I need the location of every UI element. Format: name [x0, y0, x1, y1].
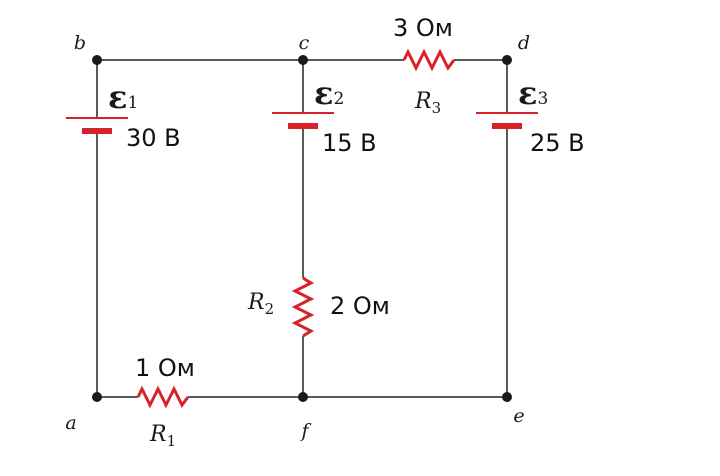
resistor-name-r1: R1 [149, 422, 176, 450]
node-label-b: b [74, 32, 86, 54]
resistor-name-r3: R3 [414, 89, 441, 117]
resistor-name-r2: R2 [247, 290, 274, 318]
node-label-f: f [299, 420, 311, 442]
node-dot-e [502, 392, 512, 402]
emf-e2-subscript: 2 [333, 89, 344, 109]
voltage-e2: 15 В [322, 129, 377, 157]
resistance-r3: 3 Ом [393, 14, 453, 42]
emf-e1-letter: ε [108, 78, 127, 116]
voltage-e3: 25 В [530, 129, 585, 157]
resistor-r1 [136, 385, 190, 409]
node-dot-a [92, 392, 102, 402]
r2-subscript: 2 [265, 300, 275, 318]
voltage-e1: 30 В [126, 124, 181, 152]
r2-letter: R [247, 290, 265, 315]
resistance-r1: 1 Ом [135, 354, 195, 382]
r3-subscript: 3 [432, 99, 442, 117]
emf-label-e1: ε1 [108, 78, 138, 116]
emf-e3-subscript: 3 [537, 89, 548, 109]
emf-e1-subscript: 1 [127, 93, 138, 113]
wires [96, 59, 508, 398]
r1-letter: R [149, 422, 167, 447]
node-dot-b [92, 55, 102, 65]
emf-e2-letter: ε [314, 74, 333, 112]
node-dot-d [502, 55, 512, 65]
emf-label-e2: ε2 [314, 74, 344, 112]
resistor-r2 [291, 276, 315, 338]
source-e2 [272, 112, 334, 129]
resistance-r2: 2 Ом [330, 292, 390, 320]
emf-label-e3: ε3 [518, 74, 548, 112]
source-e1 [66, 117, 128, 134]
resistor-r3 [402, 48, 456, 72]
node-dot-c [298, 55, 308, 65]
node-label-a: a [65, 412, 76, 434]
r1-subscript: 1 [167, 432, 177, 450]
node-dot-f [298, 392, 308, 402]
source-e3 [476, 112, 538, 129]
r3-letter: R [414, 89, 432, 114]
node-label-c: c [299, 32, 310, 54]
node-label-e: e [513, 405, 524, 427]
node-label-d: d [518, 32, 530, 54]
emf-e3-letter: ε [518, 74, 537, 112]
